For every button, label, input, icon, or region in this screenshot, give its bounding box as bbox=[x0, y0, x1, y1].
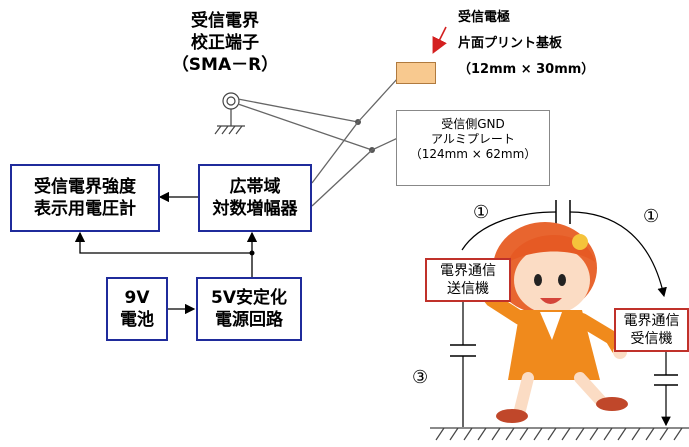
receiver-box: 電界通信 受信機 bbox=[614, 308, 689, 352]
amp-line1: 広帯域 bbox=[229, 177, 281, 197]
regulator-line1: 5V安定化 bbox=[211, 288, 287, 308]
calibration-label-line2: 校正端子 bbox=[191, 33, 259, 53]
electrode-label-line2: 片面プリント基板 bbox=[458, 36, 563, 51]
transmitter-box: 電界通信 送信機 bbox=[425, 258, 511, 302]
battery-line2: 電池 bbox=[120, 310, 154, 330]
electrode-label-line3: （12mm × 30mm） bbox=[458, 62, 595, 77]
ground-hatch-line bbox=[617, 427, 627, 441]
ground-hatch-line bbox=[659, 427, 669, 441]
ground-icon bbox=[214, 125, 245, 135]
regulator-line2: 電源回路 bbox=[215, 310, 283, 330]
path-1-left-marker: ① bbox=[473, 202, 490, 223]
ground-hatch-line bbox=[505, 427, 515, 441]
calibration-label-line3: （SMA－R） bbox=[171, 55, 279, 75]
electrode-label-line1: 受信電極 bbox=[458, 10, 511, 25]
receiver-line2: 受信機 bbox=[630, 331, 673, 347]
ground-hatch-line bbox=[449, 427, 459, 441]
ground-hatch-line bbox=[603, 427, 613, 441]
ground-hatch-line bbox=[673, 427, 683, 441]
receiver-line1: 電界通信 bbox=[623, 313, 680, 329]
ground-hatch-line bbox=[477, 427, 487, 441]
ground-hatch-line bbox=[519, 427, 529, 441]
walking-person-illustration bbox=[474, 222, 628, 423]
transmitter-line2: 送信機 bbox=[447, 281, 489, 297]
gnd-plate-line3: （124mm × 62mm） bbox=[409, 147, 537, 161]
receive-electrode-board bbox=[396, 62, 436, 84]
ground-hatch-line bbox=[463, 427, 473, 441]
electrode-label: 受信電極 片面プリント基板 （12mm × 30mm） bbox=[458, 10, 658, 78]
meter-line2: 表示用電圧計 bbox=[34, 199, 136, 219]
ground-hatch-line bbox=[561, 427, 571, 441]
log-amplifier-box: 広帯域 対数増幅器 bbox=[198, 164, 312, 232]
capacitor-top-icon bbox=[555, 200, 571, 224]
earth-ground-icon bbox=[430, 427, 689, 441]
gnd-plate-note: 受信側GND アルミプレート （124mm × 62mm） bbox=[396, 110, 550, 186]
meter-line1: 受信電界強度 bbox=[34, 177, 136, 197]
receiver-ground-path bbox=[654, 352, 678, 427]
battery-box: 9V 電池 bbox=[106, 277, 168, 341]
battery-line1: 9V bbox=[124, 288, 150, 308]
gnd-plate-line2: アルミプレート bbox=[431, 132, 515, 146]
ground-hatch-line bbox=[575, 427, 585, 441]
power-junction-dot bbox=[249, 250, 255, 256]
ground-hatch-line bbox=[435, 427, 445, 441]
path-1-right-marker: ① bbox=[643, 206, 660, 227]
amp-line2: 対数増幅器 bbox=[212, 199, 298, 219]
regulator-to-meter-arrow bbox=[74, 231, 252, 254]
ground-hatch-line bbox=[547, 427, 557, 441]
calibration-terminal-label: 受信電界 校正端子 （SMA－R） bbox=[150, 10, 300, 76]
path-3-marker: ③ bbox=[412, 367, 429, 388]
regulator-box: 5V安定化 電源回路 bbox=[196, 277, 302, 341]
ground-hatch-line bbox=[631, 427, 641, 441]
ground-hatch-line bbox=[645, 427, 655, 441]
coupling-path-1 bbox=[461, 211, 667, 298]
sma-connector-icon bbox=[222, 92, 240, 126]
gnd-plate-line1: 受信側GND bbox=[441, 117, 505, 131]
transmitter-line1: 電界通信 bbox=[440, 263, 496, 279]
field-strength-meter-box: 受信電界強度 表示用電圧計 bbox=[10, 164, 160, 232]
ground-hatch-line bbox=[491, 427, 501, 441]
sma-wires bbox=[237, 98, 373, 151]
electrode-pointer-arrow bbox=[432, 26, 447, 54]
calibration-label-line1: 受信電界 bbox=[191, 11, 259, 31]
ground-hatch-line bbox=[589, 427, 599, 441]
ground-hatch-line bbox=[533, 427, 543, 441]
